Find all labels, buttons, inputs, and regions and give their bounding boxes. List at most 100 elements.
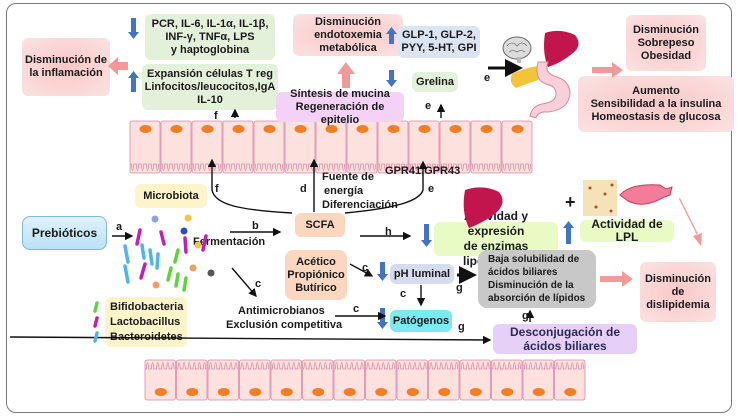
nucleus <box>294 125 307 133</box>
microbiota-text: Microbiota <box>143 189 199 202</box>
lpl-box: Actividad de LPL <box>580 218 674 244</box>
decrease-line: INF-γ, TNFα, LPS <box>165 30 255 43</box>
nucleus <box>438 388 451 396</box>
insulin-result-box: Aumento Sensibilidad a la insulina Homeo… <box>578 76 734 132</box>
fermentacion-label: Fermentación <box>193 236 266 248</box>
stomach-icon <box>529 61 571 119</box>
pink-arrow-right <box>592 62 623 78</box>
bacterium <box>151 215 159 223</box>
letter-e: e <box>425 100 432 112</box>
letter-f: f <box>215 183 219 195</box>
brain-icon <box>502 36 532 63</box>
patogenos-text: Patógenos <box>392 314 450 327</box>
bacterium <box>184 214 192 222</box>
deconj-line: ácidos biliares <box>523 339 607 353</box>
insulin-line: Homeostasis de glucosa <box>591 110 721 123</box>
increase-line: Linfocitos/leucocitos,IgA <box>144 80 276 93</box>
pink-result-arrows <box>108 57 702 287</box>
bacteroidetes-group <box>123 243 160 284</box>
nucleus <box>154 388 167 396</box>
epithelial-cell <box>302 359 334 401</box>
ph-text: pH luminal <box>393 267 451 280</box>
nucleus <box>564 388 577 396</box>
pink-arrow-up <box>337 62 355 88</box>
letter-e: e <box>428 183 435 195</box>
epithelial-cell <box>396 359 428 401</box>
legend-bifidobacteria-icon <box>93 301 99 313</box>
muscle-icon <box>619 184 673 205</box>
nucleus <box>139 125 152 133</box>
letter-h: h <box>385 226 392 238</box>
bile-line: absorción de lípidos <box>488 293 586 304</box>
nucleus <box>232 125 245 133</box>
nucleus <box>406 388 419 396</box>
increase-line: Expansión células T reg <box>147 67 273 80</box>
epithelium-top <box>129 120 533 174</box>
nucleus <box>263 125 276 133</box>
epithelial-cell <box>491 359 523 401</box>
microvilli <box>428 362 459 370</box>
adipose-tissue-icon <box>583 180 617 216</box>
mucin-line: Regeneración de epitelio <box>295 100 385 126</box>
epithelial-cell <box>222 120 254 174</box>
antimicrobianos-line: Exclusión competitiva <box>226 319 343 331</box>
pink-arrow-right <box>600 271 633 287</box>
lactobacillus-group <box>135 228 208 280</box>
microvilli <box>365 362 396 370</box>
hormones-line: GLP-1, GLP-2, <box>402 29 476 41</box>
deconjugation-box: Desconjugación de ácidos biliares <box>493 324 637 354</box>
acid-line: Propiónico <box>287 268 345 281</box>
pancreas-icon <box>510 66 541 88</box>
microvilli <box>440 163 470 171</box>
blue-indicator-arrows <box>128 18 574 329</box>
letter-c: c <box>255 278 262 290</box>
epithelial-cell <box>129 120 161 174</box>
obesity-line: Disminución <box>632 23 699 36</box>
up-arrow-icon <box>386 27 397 44</box>
nucleus <box>217 388 230 396</box>
microvilli <box>271 362 301 370</box>
legend-bifidobacteria: Bifidobacteria <box>110 300 184 313</box>
legend-lactobacillus-icon <box>93 316 99 328</box>
endotoxemia-line: Disminución <box>314 15 381 28</box>
energia-label: Fuente de energía Diferenciación <box>322 170 398 212</box>
nucleus <box>356 125 369 133</box>
epithelial-cell <box>207 359 239 401</box>
nucleus <box>480 125 493 133</box>
nucleus <box>532 388 545 396</box>
decrease-line: y haptoglobina <box>170 43 250 56</box>
acids-box: Acético Propiónico Butírico <box>285 250 347 300</box>
letter-g: g <box>456 282 463 294</box>
up-arrow-icon <box>128 71 139 92</box>
prebioticos-text: Prebióticos <box>31 225 98 240</box>
bacterium <box>189 264 197 272</box>
grelina-box: Grelina <box>412 72 458 92</box>
decrease-line: PCR, IL-6, IL-1α, IL-1β, <box>151 17 269 30</box>
up-arrow-icon <box>563 221 574 244</box>
nucleus <box>375 388 388 396</box>
liver-icon <box>544 30 579 68</box>
arrow-c <box>231 267 257 298</box>
microvilli <box>130 163 160 171</box>
microvilli <box>302 362 333 370</box>
bile-line: Disminución de la <box>488 280 574 291</box>
bacterium <box>194 241 202 249</box>
epithelial-cell <box>346 120 378 174</box>
epithelial-cell <box>408 120 440 174</box>
mucin-box: Síntesis de mucina Regeneración de epite… <box>276 88 404 126</box>
dyslipidemia-line: Disminución <box>644 272 711 285</box>
letter-c: c <box>353 303 360 315</box>
microvilli <box>460 362 490 370</box>
energia-line: Diferenciación <box>322 199 398 211</box>
pink-arrow-diagonal <box>679 198 702 246</box>
nucleus <box>312 388 325 396</box>
arrow-g-long <box>9 335 492 345</box>
insulin-line: Sensibilidad a la insulina <box>590 97 722 110</box>
microvilli <box>223 163 253 171</box>
letter-c: c <box>400 288 407 300</box>
inflammation-result-text: Disminución de la inflamación <box>25 54 107 79</box>
microvilli <box>176 362 207 370</box>
microvilli <box>502 163 532 171</box>
microvilli <box>378 163 408 171</box>
